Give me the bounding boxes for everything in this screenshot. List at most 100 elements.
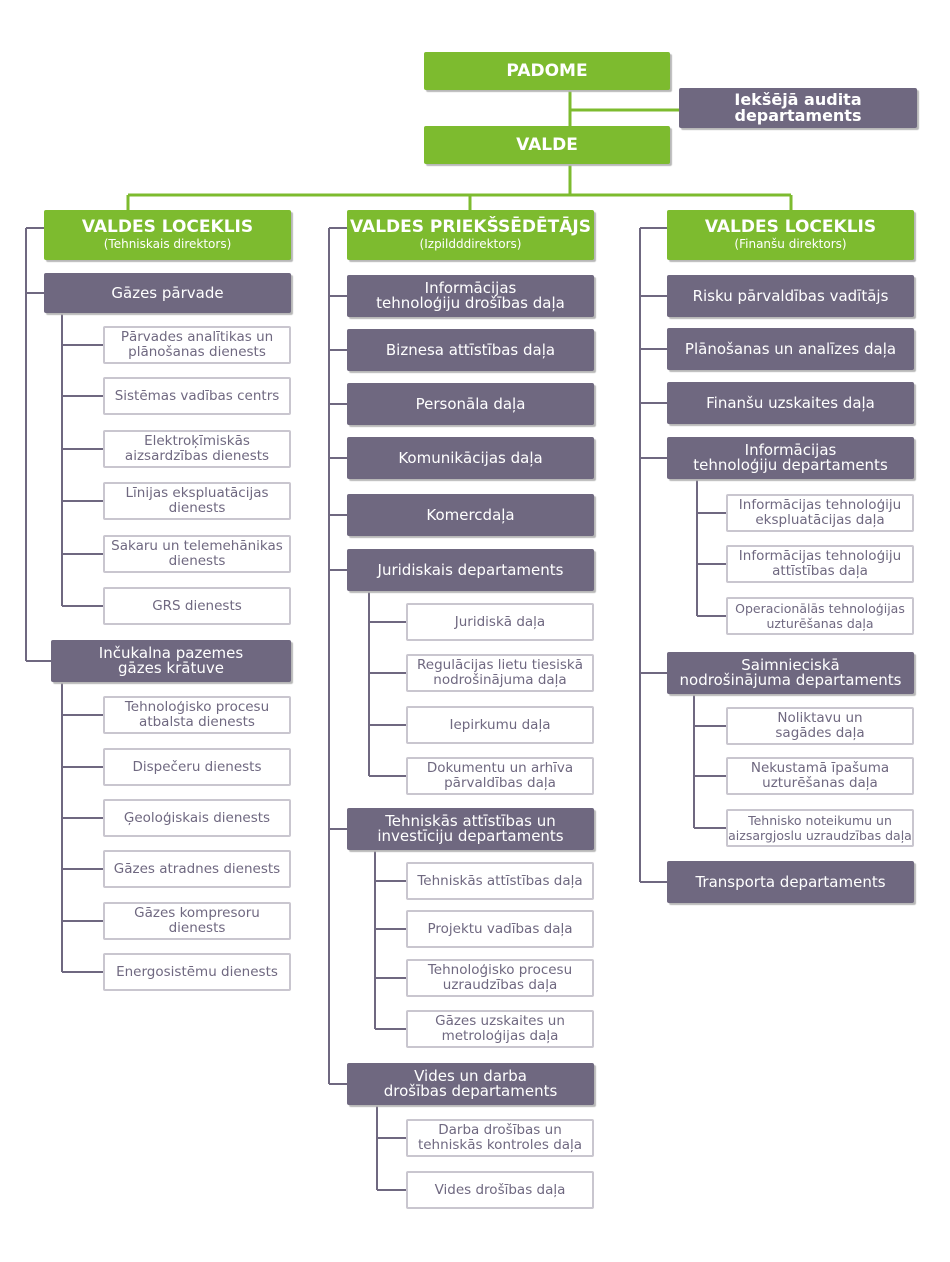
- unit-it-department: Informācijas tehnoloģiju departaments: [667, 437, 914, 479]
- unit-box: Plānošanas un analīzes daļa: [667, 328, 914, 370]
- service-line: Energosistēmu dienests: [116, 963, 278, 980]
- service-line: tehniskās kontroles daļa: [417, 1137, 583, 1153]
- service-line: attīstības daļa: [772, 563, 868, 579]
- unit-gas-transmission: Gāzes pārvade: [44, 273, 291, 313]
- padome-label: PADOME: [506, 60, 588, 81]
- service-box: Gāzes kompresoru dienests: [103, 902, 291, 940]
- service-line: Operacionālās tehnoloģijas: [735, 601, 905, 616]
- service-line: Iepirkumu daļa: [449, 716, 551, 733]
- service-box: Sakaru un telemehānikas dienests: [103, 535, 291, 573]
- service-box: Tehnoloģisko procesu atbalsta dienests: [103, 696, 291, 734]
- service-line: Līnijas ekspluatācijas: [125, 485, 269, 501]
- unit-line: Personāla daļa: [415, 394, 526, 413]
- service-line: Informācijas tehnoloģiju: [738, 497, 902, 513]
- service-line: uzturēšanas daļa: [766, 616, 874, 631]
- service-line: uzturēšanas daļa: [762, 775, 878, 791]
- unit-transport-department: Transporta departaments: [667, 861, 914, 903]
- service-line: Dispečeru dienests: [132, 758, 262, 775]
- service-line: sagādes daļa: [775, 725, 865, 741]
- service-line: GRS dienests: [152, 597, 242, 614]
- service-line: Tehnoloģisko procesu: [124, 699, 270, 715]
- column-head-chairman: VALDES PRIEKŠSĒDĒTĀJS (Izpildddirektors): [347, 210, 594, 260]
- unit-line: nodrošinājuma departaments: [679, 671, 902, 689]
- unit-box: Komunikācijas daļa: [347, 437, 594, 479]
- service-box: Informācijas tehnoloģiju attīstības daļa: [726, 545, 914, 583]
- unit-box: Personāla daļa: [347, 383, 594, 425]
- column-head-technical: VALDES LOCEKLIS (Tehniskais direktors): [44, 210, 291, 260]
- unit-line: Gāzes pārvade: [111, 283, 224, 302]
- unit-maintenance-department: Saimnieciskā nodrošinājuma departaments: [667, 652, 914, 694]
- column-head-subtitle: (Tehniskais direktors): [103, 237, 232, 251]
- service-line: Sistēmas vadības centrs: [114, 387, 280, 404]
- padome-box: PADOME: [424, 52, 670, 90]
- column-head-title: VALDES LOCEKLIS: [81, 217, 254, 237]
- unit-legal-department: Juridiskais departaments: [347, 549, 594, 591]
- unit-line: tehnoloģiju departaments: [693, 456, 888, 474]
- audit-line-1: Iekšējā audita: [734, 90, 862, 109]
- service-box: GRS dienests: [103, 587, 291, 625]
- service-line: Darba drošības un: [438, 1122, 562, 1138]
- service-line: plānošanas dienests: [128, 344, 266, 360]
- service-box: Regulācijas lietu tiesiskā nodrošinājuma…: [406, 654, 594, 692]
- unit-box: Risku pārvaldības vadītājs: [667, 275, 914, 317]
- unit-box: Finanšu uzskaites daļa: [667, 382, 914, 424]
- column-head-title: VALDES LOCEKLIS: [704, 217, 877, 237]
- service-line: pārvaldības daļa: [444, 775, 556, 791]
- service-line: Gāzes uzskaites un: [435, 1013, 565, 1029]
- audit-line-2: departaments: [734, 106, 862, 125]
- service-line: atbalsta dienests: [139, 714, 255, 730]
- service-line: Vides drošības daļa: [434, 1181, 566, 1198]
- service-line: Regulācijas lietu tiesiskā: [417, 657, 583, 673]
- service-line: Projektu vadības daļa: [427, 920, 573, 937]
- unit-environment-safety: Vides un darba drošības departaments: [347, 1063, 594, 1105]
- service-line: Juridiskā daļa: [454, 613, 546, 630]
- unit-box: Informācijas tehnoloģiju drošības daļa: [347, 275, 594, 317]
- unit-line: Komunikācijas daļa: [398, 448, 543, 467]
- valde-label: VALDE: [516, 134, 578, 155]
- service-line: metroloģijas daļa: [441, 1028, 559, 1044]
- service-box: Vides drošības daļa: [406, 1171, 594, 1209]
- column-head-title: VALDES PRIEKŠSĒDĒTĀJS: [350, 217, 591, 237]
- service-box: Noliktavu un sagādes daļa: [726, 707, 914, 745]
- service-box: Nekustamā īpašuma uzturēšanas daļa: [726, 757, 914, 795]
- service-line: dienests: [168, 553, 226, 569]
- unit-line: Vides un darba: [414, 1067, 527, 1085]
- service-box: Līnijas ekspluatācijas dienests: [103, 482, 291, 520]
- service-line: Informācijas tehnoloģiju: [738, 548, 902, 564]
- unit-line: gāzes krātuve: [118, 659, 224, 677]
- service-box: Energosistēmu dienests: [103, 953, 291, 991]
- service-line: dienests: [168, 500, 226, 516]
- service-box: Gāzes uzskaites un metroloģijas daļa: [406, 1010, 594, 1048]
- service-line: Ģeoloģiskais dienests: [123, 809, 271, 826]
- service-box: Tehnisko noteikumu un aizsargjoslu uzrau…: [726, 809, 914, 847]
- unit-technical-development: Tehniskās attīstības un investīciju depa…: [347, 808, 594, 850]
- service-box: Juridiskā daļa: [406, 603, 594, 641]
- unit-line: Informācijas: [424, 279, 517, 297]
- unit-line: Finanšu uzskaites daļa: [706, 393, 875, 412]
- service-box: Operacionālās tehnoloģijas uzturēšanas d…: [726, 597, 914, 635]
- unit-line: Transporta departaments: [695, 872, 886, 891]
- service-line: Pārvades analītikas un: [120, 329, 274, 345]
- service-line: Tehniskās attīstības daļa: [417, 872, 583, 889]
- service-box: Informācijas tehnoloģiju ekspluatācijas …: [726, 494, 914, 532]
- service-line: aizsargjoslu uzraudzības daļa: [728, 828, 912, 843]
- service-line: aizsardzības dienests: [124, 448, 270, 464]
- service-line: Tehnoloģisko procesu: [427, 962, 573, 978]
- unit-incukalns-storage: Inčukalna pazemes gāzes krātuve: [51, 640, 291, 682]
- unit-line: investīciju departaments: [377, 827, 564, 845]
- unit-line: drošības departaments: [383, 1082, 558, 1100]
- service-box: Darba drošības un tehniskās kontroles da…: [406, 1119, 594, 1157]
- unit-line: Informācijas: [744, 441, 837, 459]
- column-head-subtitle: (Izpildddirektors): [419, 237, 522, 251]
- service-box: Dokumentu un arhīva pārvaldības daļa: [406, 757, 594, 795]
- service-line: nodrošinājuma daļa: [433, 672, 567, 688]
- service-box: Tehnoloģisko procesu uzraudzības daļa: [406, 959, 594, 997]
- unit-line: Komercdaļa: [426, 505, 515, 524]
- service-line: Tehnisko noteikumu un: [748, 813, 892, 828]
- unit-line: Inčukalna pazemes: [98, 644, 244, 662]
- column-head-subtitle: (Finanšu direktors): [734, 237, 847, 251]
- unit-line: tehnoloģiju drošības daļa: [376, 294, 565, 312]
- unit-box: Biznesa attīstības daļa: [347, 329, 594, 371]
